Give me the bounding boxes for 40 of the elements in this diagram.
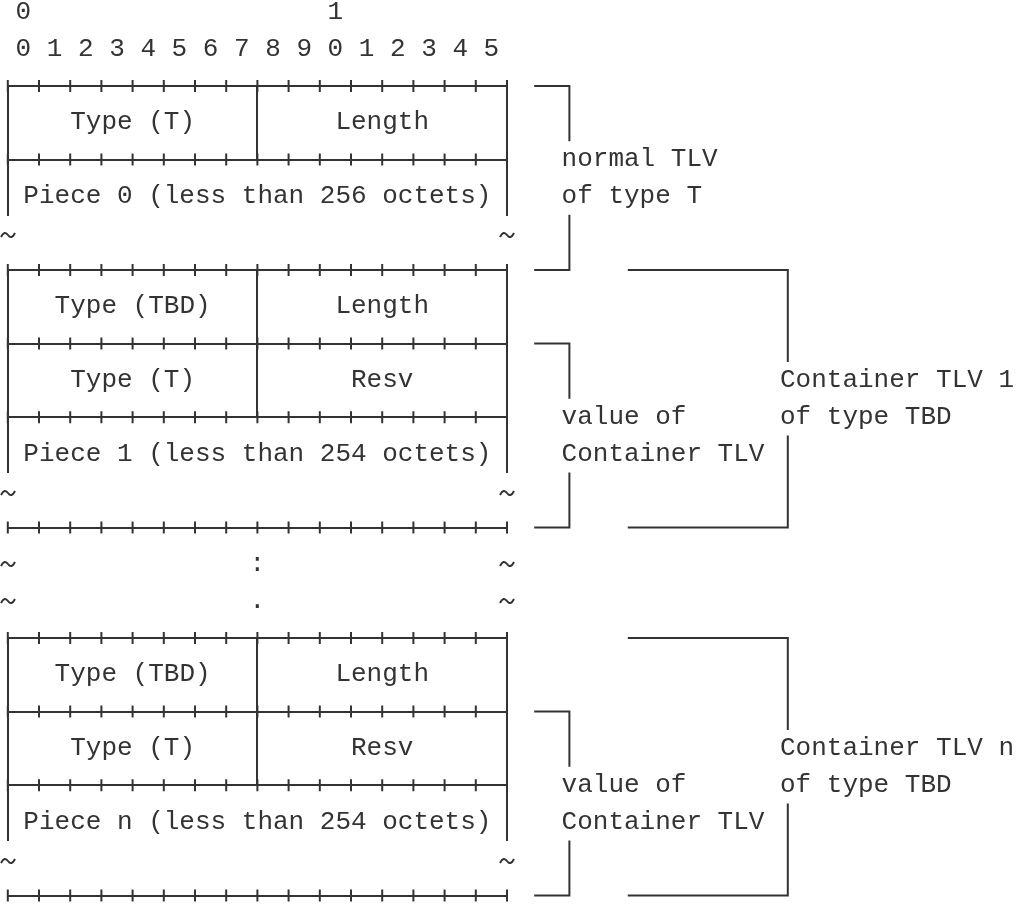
bit-number: 2 bbox=[390, 32, 407, 66]
bit-number: 8 bbox=[265, 32, 282, 66]
annotation-text: Container TLV n of type TBD bbox=[780, 732, 1016, 802]
bit-number: 4 bbox=[140, 32, 157, 66]
bit-number: 3 bbox=[109, 32, 126, 66]
bit-number: 1 bbox=[358, 32, 376, 66]
ellipsis-mark: . bbox=[249, 584, 267, 618]
field-label: Piece 0 (less than 256 octets) bbox=[22, 180, 493, 213]
field-label: Type (TBD) bbox=[54, 290, 211, 324]
annotation-text: value of Container TLV bbox=[561, 400, 766, 471]
field-label: Length bbox=[335, 106, 429, 140]
bit-number: 5 bbox=[483, 32, 501, 66]
bit-number: 0 bbox=[15, 0, 33, 29]
field-box bbox=[6, 637, 259, 713]
field-label: Resv bbox=[350, 364, 414, 397]
bit-number: 2 bbox=[78, 32, 95, 66]
bit-number: 7 bbox=[234, 32, 251, 66]
field-label: Resv bbox=[350, 732, 414, 765]
annotation-text: value of Container TLV bbox=[561, 768, 766, 839]
annotation-text: Container TLV 1 of type TBD bbox=[780, 364, 1016, 434]
field-label: Piece 1 (less than 254 octets) bbox=[22, 437, 493, 471]
bit-number: 0 bbox=[327, 32, 345, 66]
field-label: Type (T) bbox=[70, 732, 195, 765]
bit-number: 4 bbox=[452, 32, 469, 66]
bit-number: 3 bbox=[421, 32, 438, 66]
field-label: Type (T) bbox=[70, 364, 195, 397]
field-label: Length bbox=[335, 290, 429, 324]
bit-number: 1 bbox=[327, 0, 345, 29]
annotation-text: normal TLV of type T bbox=[561, 143, 719, 213]
ellipsis-mark: : bbox=[249, 548, 267, 581]
field-label: Piece n (less than 254 octets) bbox=[22, 805, 493, 839]
field-label: Length bbox=[335, 658, 429, 692]
bit-number: 9 bbox=[296, 32, 313, 66]
field-box bbox=[6, 85, 259, 161]
bit-number: 6 bbox=[202, 32, 220, 66]
bit-number: 1 bbox=[46, 32, 64, 66]
field-label: Type (T) bbox=[70, 106, 195, 140]
field-label: Type (TBD) bbox=[54, 658, 211, 692]
bit-number: 5 bbox=[171, 32, 189, 66]
bit-number: 0 bbox=[15, 32, 33, 66]
